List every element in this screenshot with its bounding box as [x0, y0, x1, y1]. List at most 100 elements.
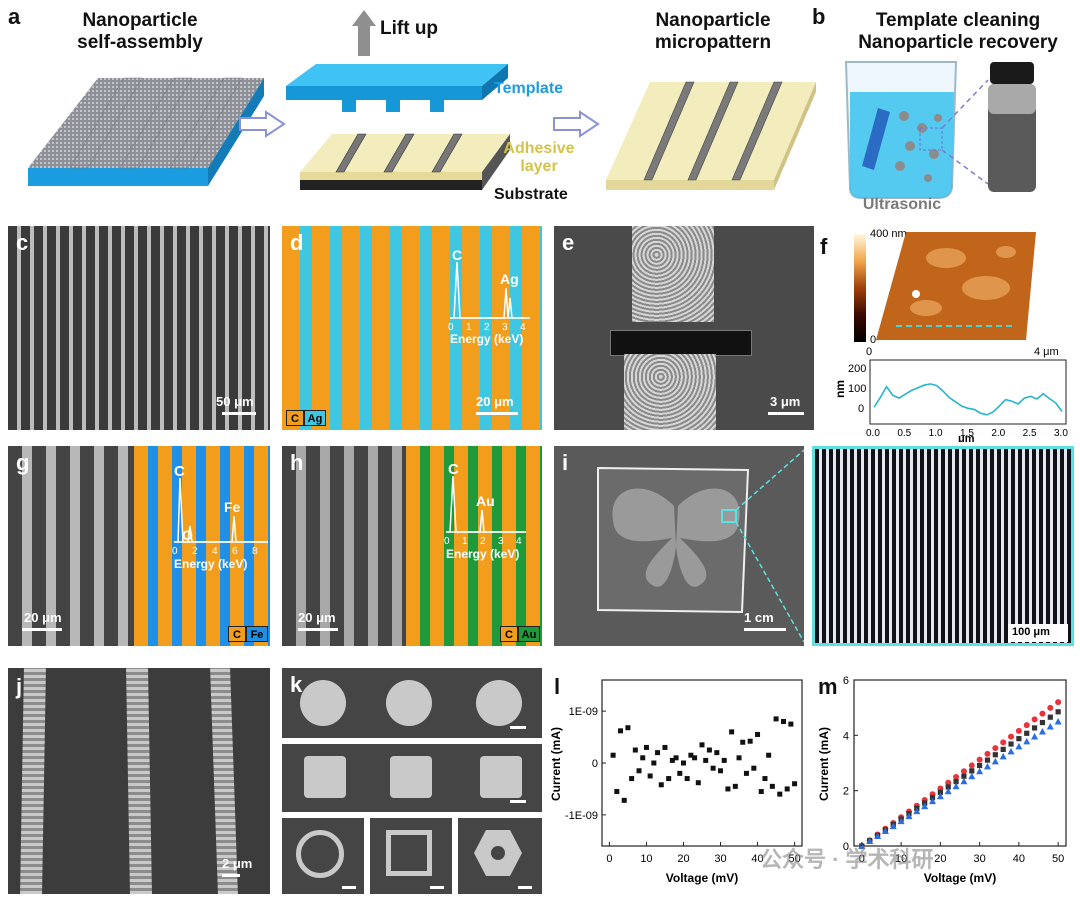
panel-k-circle-array — [282, 668, 542, 738]
panel-b-title: Template cleaning Nanoparticle recovery — [858, 10, 1058, 53]
data-point — [992, 745, 999, 752]
svg-text:4: 4 — [516, 536, 522, 547]
data-point — [1008, 741, 1014, 747]
svg-text:nm: nm — [833, 380, 847, 398]
data-point — [692, 755, 698, 761]
data-point — [680, 760, 686, 766]
panel-h-eds-spectrum: C Au 0 1 2 3 4 Energy (keV) — [444, 461, 526, 561]
data-point — [751, 765, 757, 771]
panel-l-label: l — [554, 674, 561, 699]
data-point — [1047, 704, 1054, 711]
scale-bar — [298, 628, 338, 631]
data-point — [897, 817, 905, 825]
data-point — [792, 781, 798, 787]
colorbar-top-label: 400 nm — [870, 228, 907, 240]
data-point — [889, 822, 897, 830]
x-axis-label: Voltage (mV) — [666, 871, 738, 885]
data-point — [1023, 722, 1030, 729]
data-point — [710, 765, 716, 771]
data-point — [684, 776, 690, 782]
data-point — [780, 719, 786, 724]
data-point — [677, 770, 683, 776]
x-axis-label: Voltage (mV) — [924, 871, 996, 885]
scale-bar — [744, 628, 786, 631]
data-point — [976, 756, 983, 763]
data-point — [766, 752, 772, 758]
y-tick-label: 4 — [843, 730, 849, 742]
data-point — [905, 812, 913, 820]
x-tick-label: 30 — [714, 853, 726, 865]
data-point — [1008, 733, 1015, 740]
panel-d-eds-spectrum: C Ag 0 1 2 3 4 Energy (keV) — [448, 248, 530, 346]
scale-bar — [22, 628, 62, 631]
eds-peak-label: C — [452, 248, 462, 263]
panel-k-label: k — [290, 672, 303, 697]
x-tick-label: 50 — [1052, 853, 1064, 865]
ultrasonic-label: Ultrasonic — [862, 196, 942, 213]
data-point — [968, 762, 975, 769]
data-point — [1000, 739, 1007, 746]
panel-c-label: c — [16, 230, 29, 255]
data-point — [984, 757, 991, 763]
scale-label: 50 μm — [216, 394, 254, 409]
template-label: Template — [494, 80, 564, 97]
data-point — [629, 776, 635, 782]
data-point — [929, 797, 937, 805]
panel-i-label: i — [562, 450, 569, 475]
data-point — [960, 777, 968, 785]
panel-g-label: g — [16, 450, 30, 475]
scale-bar — [222, 874, 240, 877]
data-point — [999, 752, 1007, 760]
data-point — [658, 782, 664, 788]
y-tick-label: -1E-09 — [565, 810, 598, 822]
svg-text:4: 4 — [520, 322, 526, 333]
data-point — [747, 738, 753, 744]
panel-g-sem-eds-image — [8, 446, 270, 646]
svg-text:Energy (keV): Energy (keV) — [174, 557, 247, 571]
data-point — [1031, 732, 1039, 740]
panel-a-title-left: Nanoparticle self-assembly — [77, 10, 203, 53]
panel-b-label: b — [812, 4, 826, 29]
data-point — [662, 744, 668, 750]
data-point — [921, 802, 929, 810]
svg-text:0: 0 — [172, 546, 178, 557]
data-point — [773, 716, 779, 722]
data-point — [643, 744, 649, 750]
data-point — [758, 789, 764, 795]
data-point — [755, 731, 761, 737]
data-point — [688, 752, 694, 758]
data-point — [732, 783, 738, 789]
data-point — [953, 778, 959, 785]
data-point — [913, 807, 921, 815]
arrow-right-icon — [553, 110, 600, 138]
lift-up-label: Lift up — [380, 18, 439, 39]
data-point — [968, 772, 976, 780]
data-point — [1055, 699, 1062, 706]
data-point — [729, 729, 735, 735]
data-point — [874, 832, 882, 840]
y-tick-label: 2 — [843, 786, 849, 798]
svg-text:200: 200 — [848, 363, 866, 375]
svg-text:Energy (keV): Energy (keV) — [450, 332, 523, 346]
data-point — [945, 784, 951, 790]
data-point — [1031, 725, 1038, 731]
data-point — [961, 773, 967, 779]
data-point — [1039, 710, 1046, 717]
data-point — [984, 750, 991, 757]
x-tick-label: 0 — [606, 853, 612, 865]
data-point — [1047, 714, 1053, 720]
svg-text:C: C — [174, 463, 185, 480]
scale-label: 1 cm — [744, 610, 774, 625]
svg-text:Au: Au — [476, 493, 495, 509]
data-point — [669, 757, 675, 763]
afm-axis-left-label: 0 — [866, 346, 873, 358]
data-point — [881, 827, 889, 835]
data-point — [695, 780, 701, 786]
y-tick-label: 6 — [843, 675, 849, 687]
inset-scale-label: 100 μm — [1012, 626, 1050, 638]
data-point — [1031, 716, 1038, 723]
x-tick-label: 50 — [788, 853, 800, 865]
svg-text:Fe: Fe — [224, 499, 241, 515]
